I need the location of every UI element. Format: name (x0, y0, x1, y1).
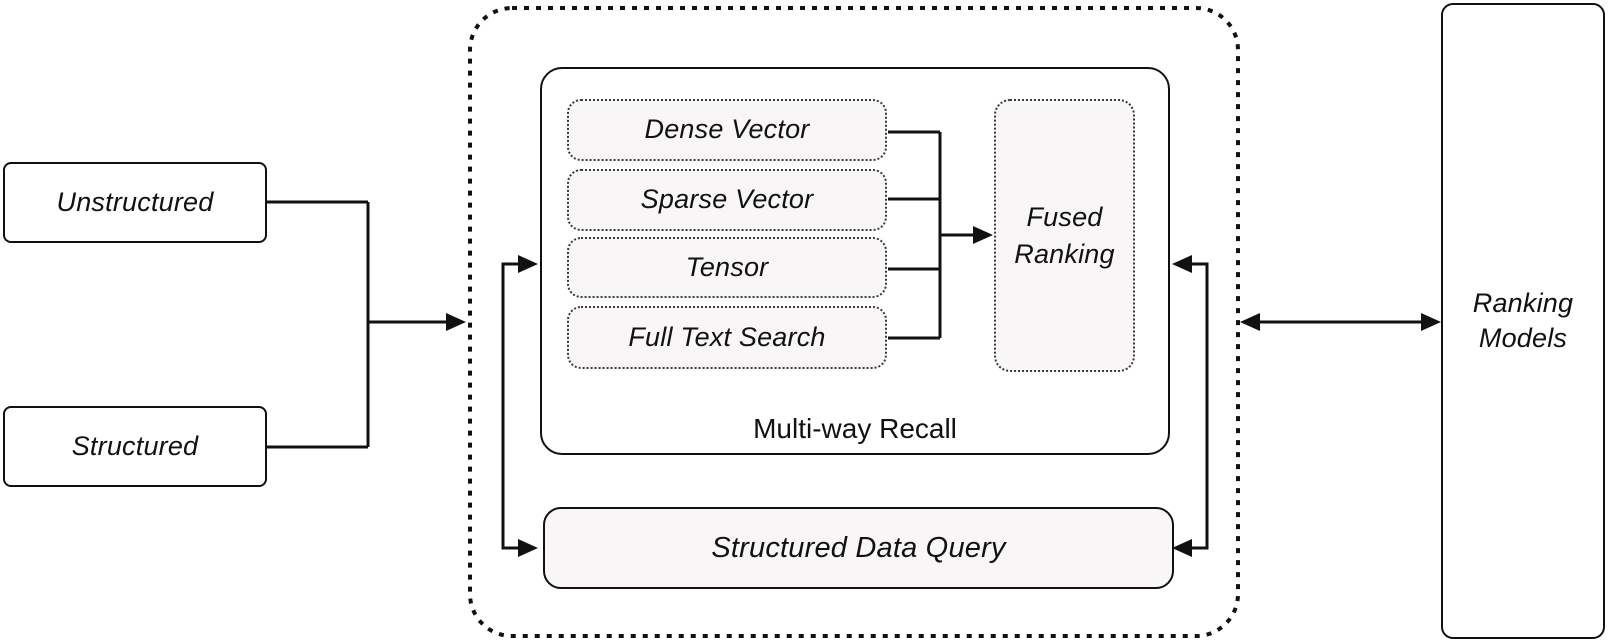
ranking-models-node: Ranking Models (1441, 3, 1605, 639)
dense-vector-node: Dense Vector (567, 99, 887, 161)
structured-data-query-node: Structured Data Query (543, 507, 1174, 589)
input-arrowhead (446, 313, 466, 331)
unstructured-label: Unstructured (56, 186, 214, 217)
retrieval-container: Dense Vector Sparse Vector Tensor Full T… (468, 6, 1240, 638)
source-merge-connector (267, 200, 370, 449)
tensor-label: Tensor (685, 251, 769, 282)
unstructured-node: Unstructured (3, 162, 267, 243)
full-text-search-label: Full Text Search (628, 321, 826, 352)
fused-ranking-node: Fused Ranking (994, 99, 1135, 372)
structured-label: Structured (71, 430, 199, 461)
bidirectional-right-arrowhead (1421, 313, 1441, 331)
multiway-recall-box: Dense Vector Sparse Vector Tensor Full T… (540, 67, 1170, 455)
sparse-vector-node: Sparse Vector (567, 169, 887, 231)
fused-ranking-label: Fused Ranking (1014, 202, 1115, 269)
multiway-recall-title: Multi-way Recall (753, 413, 957, 444)
ranking-models-label: Ranking Models (1472, 287, 1574, 353)
sparse-vector-label: Sparse Vector (640, 184, 814, 215)
dense-vector-label: Dense Vector (644, 114, 810, 145)
structured-data-query-label: Structured Data Query (711, 531, 1006, 564)
tensor-node: Tensor (567, 237, 887, 298)
structured-node: Structured (3, 406, 267, 487)
bidirectional-left-arrowhead (1240, 313, 1260, 331)
full-text-search-node: Full Text Search (567, 306, 887, 369)
